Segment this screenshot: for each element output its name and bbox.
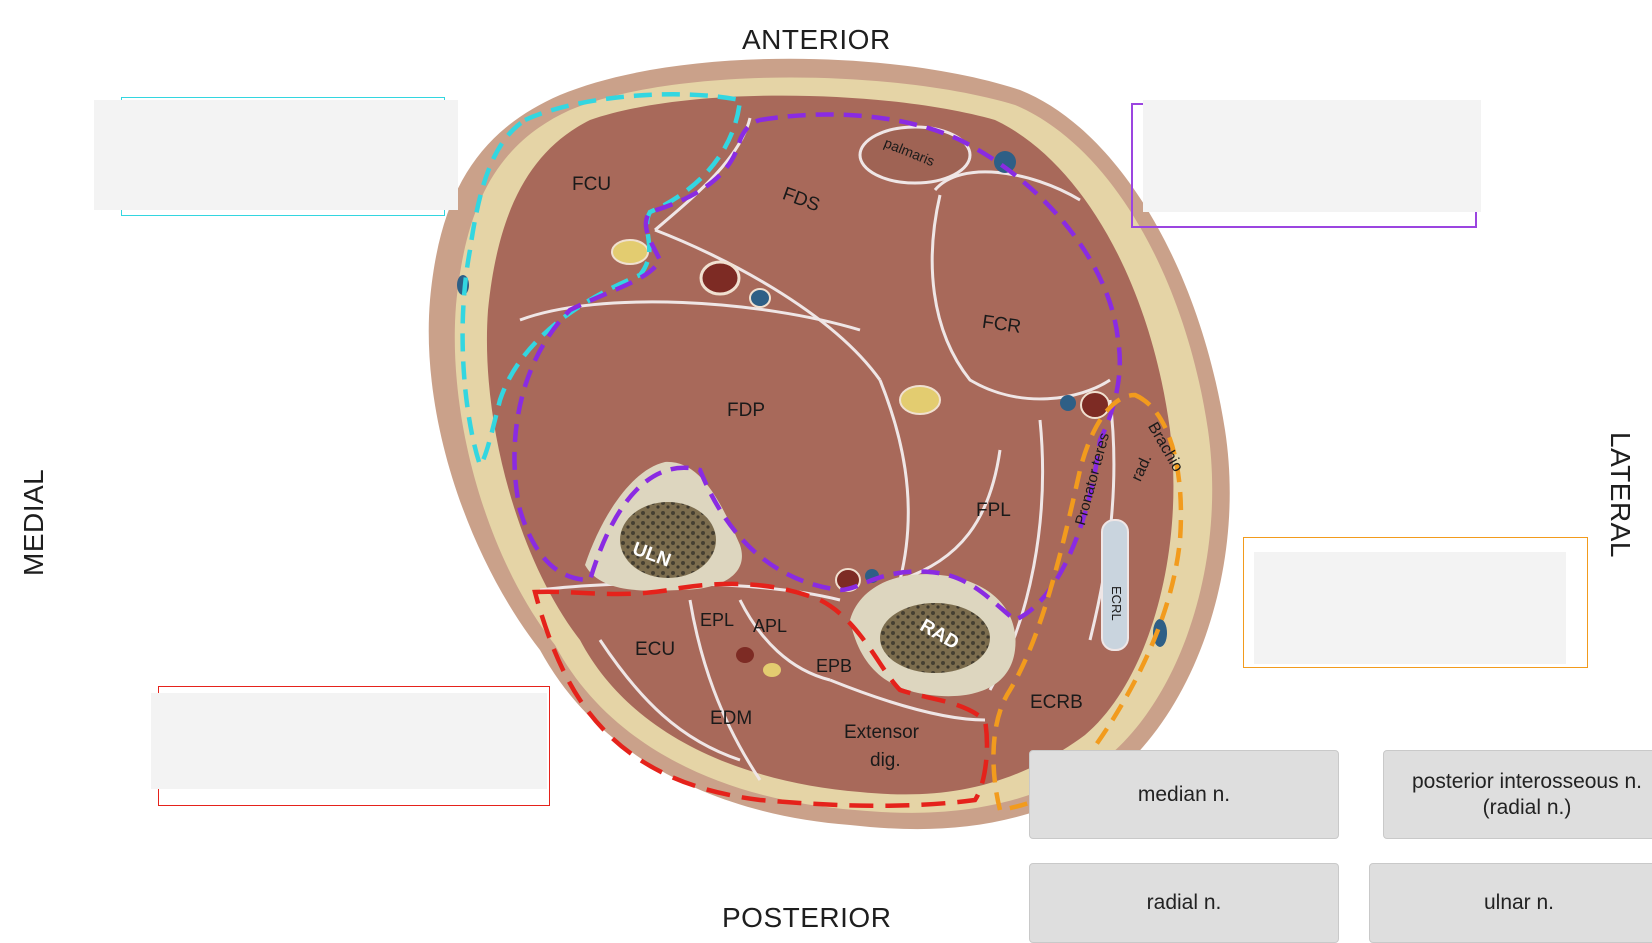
edm-label: EDM xyxy=(710,708,752,729)
epb-label: EPB xyxy=(816,656,852,676)
extensor-dig-label-line2: dig. xyxy=(870,750,901,771)
fcu-label: FCU xyxy=(572,174,611,195)
ecrl-label: ECRL xyxy=(1109,586,1124,621)
answer-chip-radial-nerve[interactable]: radial n. xyxy=(1029,863,1339,943)
apl-label: APL xyxy=(753,616,787,636)
purple-dropzone[interactable] xyxy=(1131,103,1477,228)
epl-label: EPL xyxy=(700,610,734,630)
answer-chip-ulnar-nerve[interactable]: ulnar n. xyxy=(1369,863,1652,943)
cyan-dropzone[interactable] xyxy=(121,97,445,216)
fdp-label: FDP xyxy=(727,400,765,421)
answer-chip-median-nerve[interactable]: median n. xyxy=(1029,750,1339,839)
extensor-dig-label-line1: Extensor xyxy=(844,722,920,743)
ecu-label: ECU xyxy=(635,639,675,660)
ecrb-label: ECRB xyxy=(1030,692,1083,713)
orange-dropzone[interactable] xyxy=(1243,537,1588,668)
fpl-label: FPL xyxy=(976,500,1011,521)
red-dropzone[interactable] xyxy=(158,686,550,806)
answer-chip-posterior-interosseous-nerve[interactable]: posterior interosseous n. (radial n.) xyxy=(1383,750,1652,839)
ecrl-tendon xyxy=(1102,520,1128,650)
